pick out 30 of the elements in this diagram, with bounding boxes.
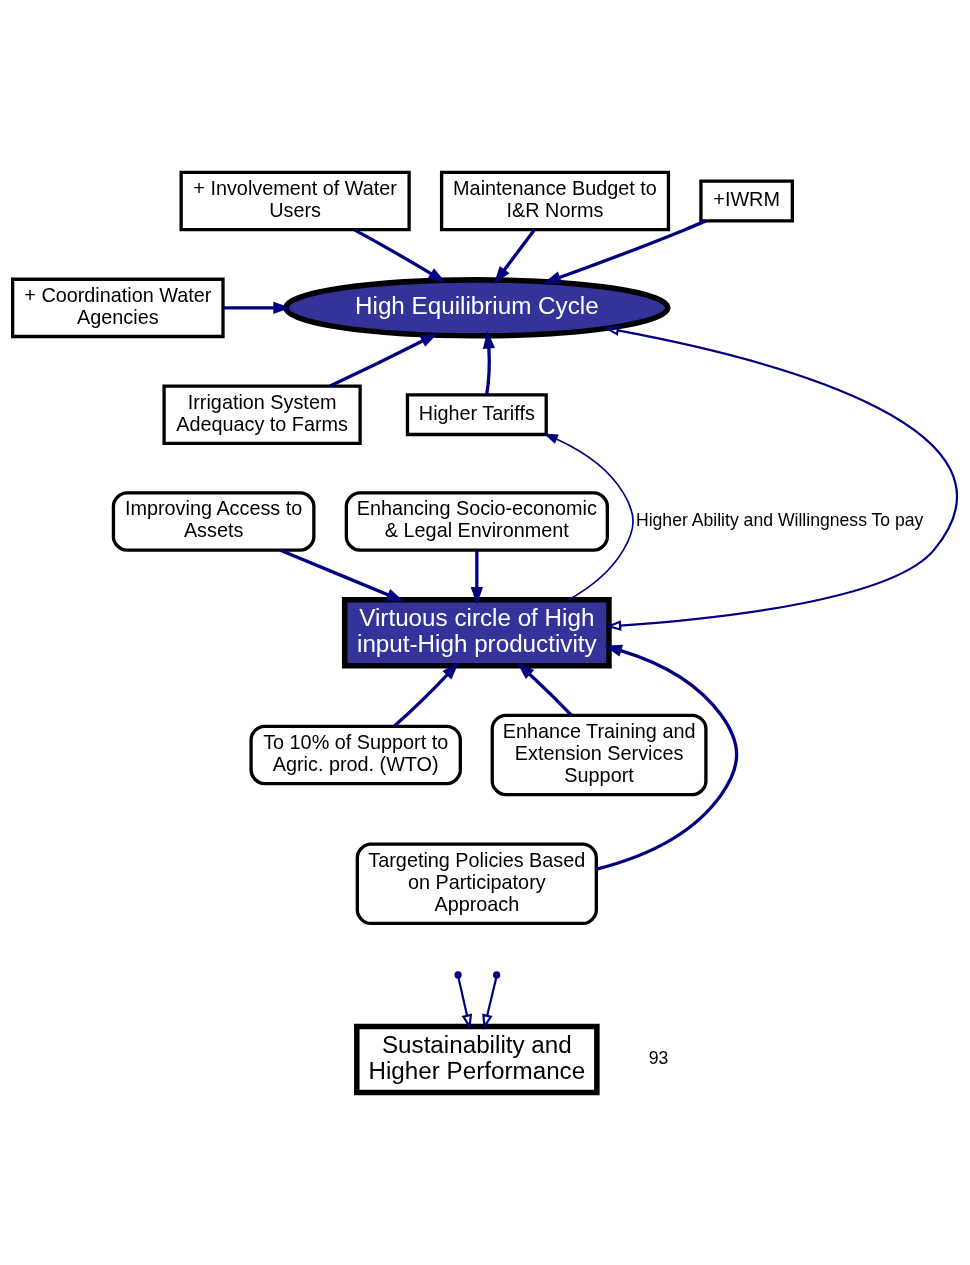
node-box: + Involvement of Water Users [179, 170, 411, 232]
node-box: Irrigation System Adequacy to Farms [162, 384, 362, 445]
arrow [223, 301, 291, 315]
node-box: Enhance Training and Extension Services Support [490, 713, 708, 797]
arrow [494, 229, 536, 284]
arrow [517, 662, 573, 717]
arrow [470, 550, 483, 605]
arrow [596, 644, 739, 871]
node-box: Higher Tariffs [405, 393, 548, 437]
node-box: Maintenance Budget to I&R Norms [439, 170, 671, 232]
node-box: To 10% of Support to Agric. prod. (WTO) [249, 724, 462, 786]
arrow [353, 228, 446, 283]
arrow [329, 333, 438, 388]
arrow [543, 433, 634, 601]
node-box: + Coordination Water Agencies [11, 277, 225, 339]
node-box: Virtuous circle of High input-High productivity [341, 596, 612, 669]
arrow [482, 330, 496, 395]
arrow [603, 325, 958, 631]
arrow [279, 548, 405, 602]
arrow [457, 976, 473, 1030]
node-box: Enhancing Socio-economic & Legal Environment [344, 491, 609, 552]
label: 93 [648, 1047, 669, 1068]
arrow [482, 976, 498, 1030]
node-box: Targeting Policies Based on Participatory Approach [355, 842, 598, 926]
edge-label: Higher Ability and Willingness To pay [635, 509, 924, 530]
node-box: Sustainability and Higher Performance [354, 1023, 600, 1096]
node-box: +IWRM [699, 179, 794, 223]
arrow [393, 662, 459, 728]
node-box: Improving Access to Assets [111, 491, 316, 552]
arrow [543, 219, 707, 284]
